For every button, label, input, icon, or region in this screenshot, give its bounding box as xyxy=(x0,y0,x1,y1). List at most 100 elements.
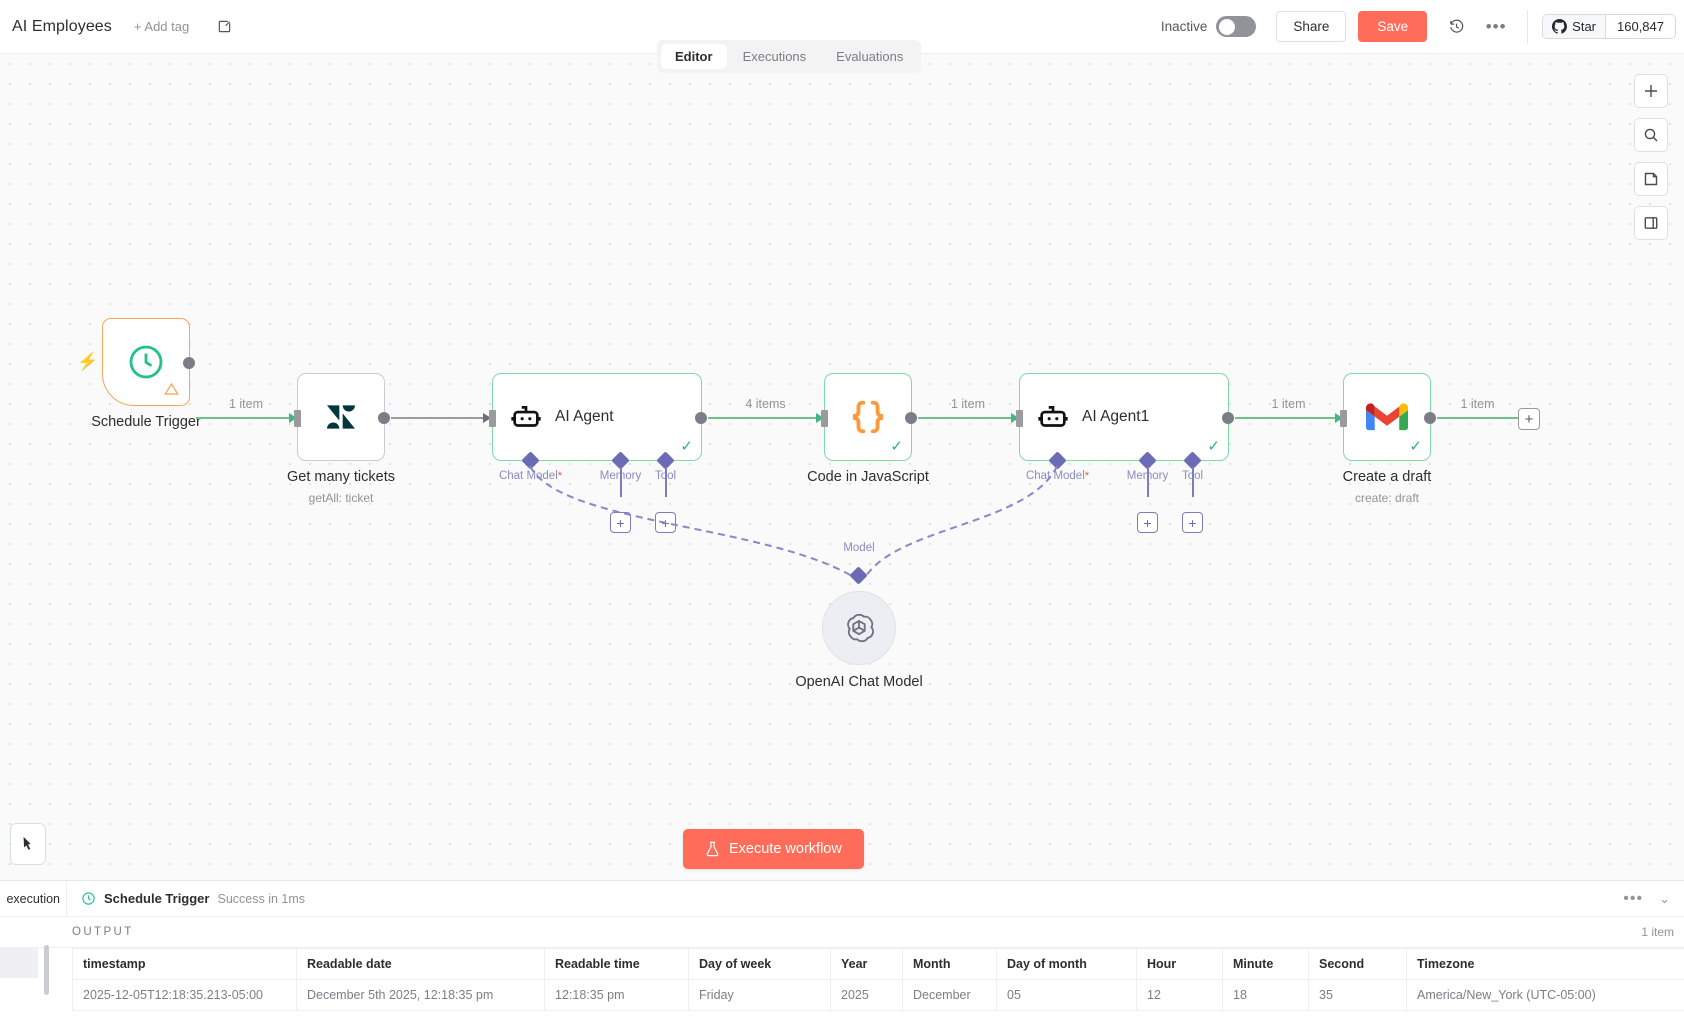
add-next-node-button[interactable]: + xyxy=(1518,408,1540,430)
add-node-button[interactable] xyxy=(1634,74,1668,108)
github-star-left[interactable]: Star xyxy=(1543,15,1605,38)
subport-tool[interactable]: Tool xyxy=(655,451,676,482)
table-cell: December xyxy=(902,979,997,1011)
input-port[interactable] xyxy=(1016,409,1023,427)
subport-memory[interactable]: Memory xyxy=(1127,451,1168,482)
workflow-canvas[interactable]: ⚡ Schedule Trigger 1 item xyxy=(0,54,1684,880)
column-header[interactable]: Year xyxy=(830,948,903,980)
connection-code-to-agent1[interactable]: 1 item xyxy=(918,397,1019,423)
output-port[interactable] xyxy=(1222,412,1234,424)
add-memory-button[interactable]: + xyxy=(610,512,631,533)
canvas-toolbar xyxy=(1634,74,1668,240)
connection-zendesk-to-agent[interactable] xyxy=(391,413,491,423)
output-section-header: OUTPUT 1 item xyxy=(0,917,1684,948)
execute-workflow-button[interactable]: Execute workflow xyxy=(683,829,864,869)
node-box-get-many-tickets[interactable] xyxy=(294,373,390,461)
column-header[interactable]: Minute xyxy=(1222,948,1309,980)
connection-trigger-to-zendesk[interactable]: 1 item xyxy=(196,397,297,423)
node-sublabel: getAll: ticket xyxy=(308,491,374,505)
share-button[interactable]: Share xyxy=(1276,11,1347,42)
tidy-up-button[interactable] xyxy=(10,823,46,865)
node-box-ai-agent-1[interactable]: AI Agent1 ✓ xyxy=(1016,373,1234,461)
input-port[interactable] xyxy=(489,409,496,427)
search-icon[interactable] xyxy=(1634,118,1668,152)
column-header[interactable]: Month xyxy=(902,948,997,980)
connection-label: 1 item xyxy=(228,397,264,411)
node-box-openai-chat-model[interactable] xyxy=(822,591,896,665)
subport-model[interactable] xyxy=(849,566,868,585)
diamond-port-icon[interactable] xyxy=(1048,451,1067,470)
column-header[interactable]: Day of month xyxy=(996,948,1137,980)
add-tag-button[interactable]: + Add tag xyxy=(133,19,190,34)
diamond-port-icon[interactable] xyxy=(849,566,868,585)
node-box-create-a-draft[interactable]: ✓ xyxy=(1340,373,1436,461)
sticky-note-icon[interactable] xyxy=(1634,162,1668,196)
column-header[interactable]: Readable date xyxy=(296,948,545,980)
input-port[interactable] xyxy=(1340,409,1347,427)
subport-label: Chat Model* xyxy=(498,470,563,482)
node-box-schedule-trigger[interactable]: ⚡ xyxy=(77,318,195,406)
node-create-a-draft[interactable]: ✓ Create a draft create: draft xyxy=(1340,373,1436,505)
node-box-code-in-javascript[interactable]: ✓ xyxy=(821,373,917,461)
column-header[interactable]: Hour xyxy=(1136,948,1223,980)
toggle-panel-icon[interactable] xyxy=(1634,206,1668,240)
node-ai-agent-1[interactable]: AI Agent1 ✓ Chat Model* Memory Tool xyxy=(1016,373,1234,533)
tab-editor[interactable]: Editor xyxy=(661,44,727,69)
column-header[interactable]: timestamp xyxy=(72,948,297,980)
subport-tool[interactable]: Tool xyxy=(1182,451,1203,482)
ellipsis-icon[interactable]: ••• xyxy=(1485,16,1507,36)
add-memory-button[interactable]: + xyxy=(1137,512,1158,533)
column-header[interactable]: Day of week xyxy=(688,948,831,980)
activation-state-label: Inactive xyxy=(1160,19,1208,34)
pencil-square-icon[interactable] xyxy=(211,14,237,40)
success-check-icon: ✓ xyxy=(890,438,903,455)
node-inline-title: AI Agent xyxy=(555,408,614,425)
node-box-ai-agent[interactable]: AI Agent ✓ xyxy=(489,373,707,461)
tab-evaluations[interactable]: Evaluations xyxy=(836,49,904,64)
clock-icon xyxy=(129,345,163,379)
save-button[interactable]: Save xyxy=(1358,11,1428,42)
subport-chat-model[interactable]: Chat Model* xyxy=(1026,451,1089,482)
input-port[interactable] xyxy=(294,409,301,427)
node-schedule-trigger[interactable]: ⚡ Schedule Trigger xyxy=(77,318,201,430)
table-cell: America/New_York (UTC-05:00) xyxy=(1406,979,1684,1011)
connection-gmail-to-end[interactable]: 1 item xyxy=(1437,397,1518,419)
chevron-down-icon[interactable]: ⌄ xyxy=(1659,890,1670,906)
subport-chat-model[interactable]: Chat Model* xyxy=(499,451,562,482)
output-port[interactable] xyxy=(378,412,390,424)
column-header[interactable]: Readable time xyxy=(544,948,689,980)
vertical-scrollbar[interactable] xyxy=(44,945,49,995)
node-sublabel: create: draft xyxy=(1354,491,1420,505)
diamond-port-icon[interactable] xyxy=(521,451,540,470)
output-port[interactable] xyxy=(183,357,195,369)
history-clock-icon[interactable] xyxy=(1443,14,1469,40)
page-title[interactable]: AI Employees xyxy=(12,17,112,35)
column-header[interactable]: Second xyxy=(1308,948,1407,980)
zendesk-icon xyxy=(327,405,355,429)
github-star-badge[interactable]: Star 160,847 xyxy=(1542,14,1676,39)
node-ai-agent[interactable]: AI Agent ✓ Chat Model* Memory Tool xyxy=(489,373,707,533)
activate-toggle[interactable] xyxy=(1216,16,1257,37)
output-panel-header-actions: ••• ⌄ xyxy=(1623,890,1684,908)
add-tool-button[interactable]: + xyxy=(655,512,676,533)
tool-stem xyxy=(1192,467,1194,497)
tab-executions[interactable]: Executions xyxy=(742,49,807,64)
connection-agent-to-code[interactable]: 4 items xyxy=(708,397,824,423)
output-port[interactable] xyxy=(695,412,707,424)
output-port[interactable] xyxy=(905,412,917,424)
subport-memory[interactable]: Memory xyxy=(600,451,641,482)
table-cell: 12:18:35 pm xyxy=(544,979,689,1011)
column-header[interactable]: Timezone xyxy=(1406,948,1684,980)
toggle-knob xyxy=(1218,18,1235,35)
output-port[interactable] xyxy=(1424,412,1436,424)
ellipsis-icon[interactable]: ••• xyxy=(1623,889,1644,907)
execution-column-label: execution xyxy=(6,891,60,906)
add-tool-button[interactable]: + xyxy=(1182,512,1203,533)
node-code-in-javascript[interactable]: ✓ Code in JavaScript xyxy=(807,373,929,485)
node-get-many-tickets[interactable]: Get many tickets getAll: ticket xyxy=(287,373,395,505)
output-panel: execution Schedule Trigger Success in 1m… xyxy=(0,880,1684,1019)
tool-stem xyxy=(665,467,667,497)
input-port[interactable] xyxy=(821,409,828,427)
connection-agent1-to-gmail[interactable]: 1 item xyxy=(1235,397,1343,423)
table-row: 2025-12-05T12:18:35.213-05:00 December 5… xyxy=(72,979,1684,1011)
